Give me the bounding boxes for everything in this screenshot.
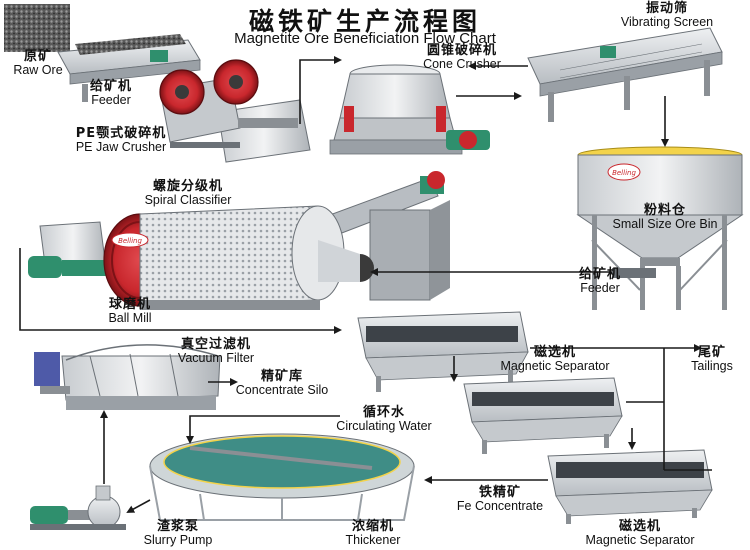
vacuum-filter-label: 真空过滤机 Vacuum Filter <box>150 338 282 365</box>
vacuum-filter-machine <box>34 344 221 410</box>
ore-bin-machine: Belling <box>576 146 744 310</box>
magnetic-separator-2-machine <box>547 449 713 524</box>
slurry-pump-machine <box>30 485 126 530</box>
ball-mill-label-zh: 球磨机 <box>108 297 151 312</box>
chart-title-en: Magnetite Ore Beneficiation Flow Chart <box>234 30 496 47</box>
cone-crusher-label-zh: 圆锥破碎机 <box>426 43 497 58</box>
ball-mill-machine: Belling <box>28 205 374 310</box>
vibrating-screen-label-en: Vibrating Screen <box>620 14 714 29</box>
feeder-top-label-zh: 给矿机 <box>89 79 132 94</box>
chart-title-zh: 磁铁矿生产流程图 <box>248 7 481 36</box>
ball-mill-label: 球磨机 Ball Mill <box>90 298 170 325</box>
feeder-mid-label-en: Feeder <box>580 280 620 295</box>
cone-crusher-label-en: Cone Crusher <box>423 56 501 71</box>
vibrating-screen-label-zh: 振动筛 <box>645 1 688 16</box>
feeder-mid-label: 给矿机 Feeder <box>552 268 648 295</box>
ball-mill-badge: Belling <box>118 237 142 245</box>
ore-bin-badge: Belling <box>612 169 636 177</box>
magnetic-separator-mid-machine <box>463 377 623 454</box>
tailings-label-zh: 尾矿 <box>697 345 726 360</box>
cone-crusher-machine <box>329 64 490 155</box>
fe-concentrate-label-en: Fe Concentrate <box>456 498 544 513</box>
fe-concentrate-label: 铁精矿 Fe Concentrate <box>432 486 568 513</box>
slurry-pump-label: 渣浆泵 Slurry Pump <box>128 520 228 547</box>
jaw-crusher-machine <box>159 59 311 163</box>
feeder-top-machine <box>57 34 201 102</box>
thickener-machine <box>149 433 415 521</box>
circulating-water-label: 循环水 Circulating Water <box>306 406 462 433</box>
magnetic-separator-1-label-en: Magnetic Separator <box>500 358 610 373</box>
jaw-crusher-label-zh: PE颚式破碎机 <box>75 126 167 141</box>
circulating-water-label-zh: 循环水 <box>362 405 405 420</box>
feeder-top-label: 给矿机 Feeder <box>66 80 156 107</box>
slurry-pump-label-en: Slurry Pump <box>143 532 213 547</box>
vacuum-filter-label-en: Vacuum Filter <box>177 350 255 365</box>
raw-ore-label-zh: 原矿 <box>23 49 52 64</box>
concentrate-silo-label: 精矿库 Concentrate Silo <box>212 370 352 397</box>
ore-bin-label-zh: 粉料仓 <box>643 203 686 218</box>
magnetic-separator-2-label-en: Magnetic Separator <box>585 532 695 547</box>
spiral-classifier-label-en: Spiral Classifier <box>144 192 232 207</box>
slurry-pump-label-zh: 渣浆泵 <box>156 519 199 534</box>
vibrating-screen-label: 振动筛 Vibrating Screen <box>588 2 746 29</box>
ore-bin-label-en: Small Size Ore Bin <box>612 216 718 231</box>
magnetic-separator-1-machine <box>357 311 529 392</box>
magnetic-separator-1-label-zh: 磁选机 <box>533 345 576 360</box>
spiral-classifier-label: 螺旋分级机 Spiral Classifier <box>118 180 258 207</box>
magnetic-separator-2-label-zh: 磁选机 <box>618 519 661 534</box>
tailings-label: 尾矿 Tailings <box>676 346 748 373</box>
flow-arrows <box>19 56 712 513</box>
feeder-mid-label-zh: 给矿机 <box>578 267 621 282</box>
feeder-top-label-en: Feeder <box>91 92 131 107</box>
ore-bin-label: 粉料仓 Small Size Ore Bin <box>584 204 746 231</box>
magnetic-separator-1-label: 磁选机 Magnetic Separator <box>486 346 624 373</box>
tailings-label-en: Tailings <box>691 358 733 373</box>
ball-mill-label-en: Ball Mill <box>108 310 152 325</box>
concentrate-silo-label-zh: 精矿库 <box>260 369 303 384</box>
raw-ore-label: 原矿 Raw Ore <box>2 50 74 77</box>
feeder-mid-machine <box>612 268 656 278</box>
vacuum-filter-label-zh: 真空过滤机 <box>180 337 251 352</box>
circulating-water-label-en: Circulating Water <box>336 418 432 433</box>
jaw-crusher-label-en: PE Jaw Crusher <box>75 139 167 154</box>
cone-crusher-label: 圆锥破碎机 Cone Crusher <box>396 44 528 71</box>
concentrate-silo-label-en: Concentrate Silo <box>235 382 329 397</box>
thickener-label: 浓缩机 Thickener <box>330 520 416 547</box>
fe-concentrate-label-zh: 铁精矿 <box>478 485 521 500</box>
thickener-label-zh: 浓缩机 <box>351 519 394 534</box>
raw-ore-label-en: Raw Ore <box>13 62 63 77</box>
magnetic-separator-2-label: 磁选机 Magnetic Separator <box>570 520 710 547</box>
vibrating-screen-machine <box>527 27 723 122</box>
jaw-crusher-label: PE颚式破碎机 PE Jaw Crusher <box>46 127 196 154</box>
raw-ore-pile <box>4 4 70 52</box>
thickener-label-en: Thickener <box>345 532 401 547</box>
spiral-classifier-label-zh: 螺旋分级机 <box>152 179 223 194</box>
